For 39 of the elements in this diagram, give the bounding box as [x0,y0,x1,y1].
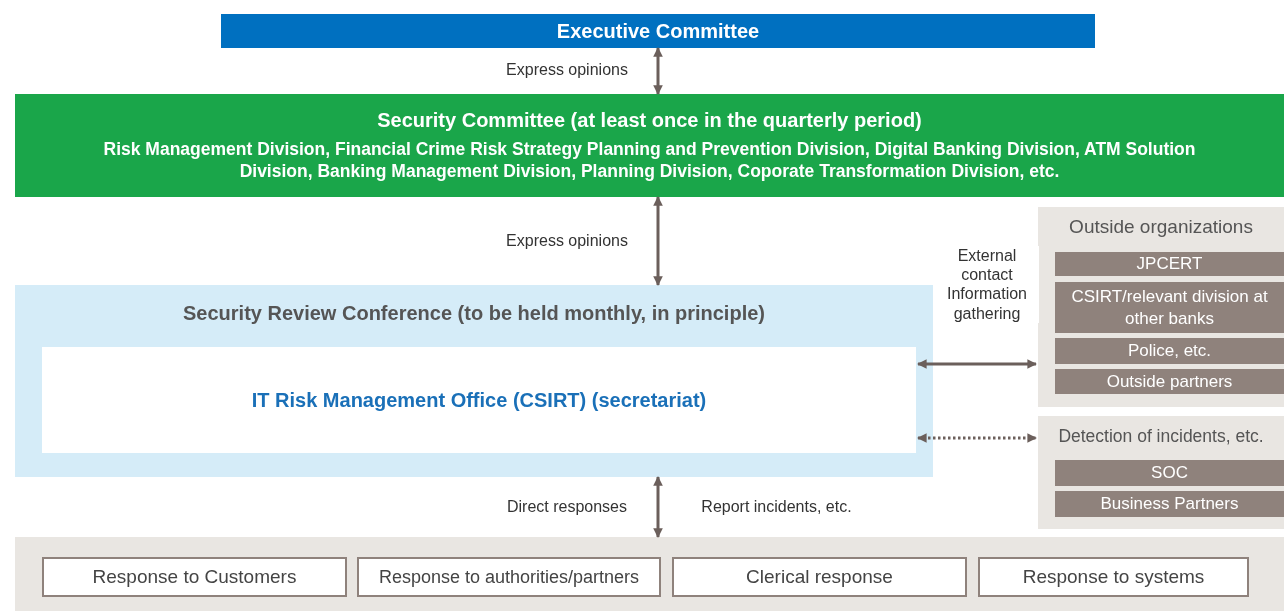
response-band [15,537,1284,611]
detection-source-box [1055,460,1284,486]
node-title: Business Partners [1100,493,1239,515]
organizations-panel [1038,207,1284,407]
committee-bar [221,14,1095,48]
double-arrow [917,433,1037,443]
office-box [42,347,916,453]
detection-source-box [1055,491,1284,517]
node-title: Security Committee (at least once in the quarterly period) [377,108,922,134]
response-box [357,557,661,597]
organization-box [1055,282,1284,333]
organization-box [1055,252,1284,276]
organization-box [1055,338,1284,364]
conference-panel [15,285,933,477]
node-title: CSIRT/relevant division at other banks [1070,286,1269,329]
node-title: IT Risk Management Office (CSIRT) (secretariat) [251,387,707,413]
response-box [42,557,347,597]
node-title: SOC [1151,462,1188,484]
node-title: JPCERT [1136,253,1203,275]
response-box [672,557,967,597]
committee-band [15,94,1284,197]
node-title: Outside partners [1106,370,1233,393]
node-title: Response to authorities/partners [378,565,640,589]
node-title: Response to systems [1022,565,1205,589]
node-title: Police, etc. [1127,340,1212,362]
organization-box [1055,369,1284,394]
node-title: Security Review Conference (to be held monthly, in principle) [183,301,765,326]
node-title: Clerical response [746,565,893,589]
detection-panel [1038,416,1284,529]
double-arrow [653,47,663,95]
double-arrow [917,359,1037,369]
node-body: Risk Management Division, Financial Crime Risk Strategy Planning and Prevention Division, Digital Banking Division, ATM Solution Division, Banking Management Division, Planning Division, Coporate Transformation Division, etc. [102,139,1197,183]
node-title: Response to Customers [92,565,297,589]
response-box [978,557,1249,597]
node-title: Outside organizations [1069,215,1253,239]
node-title: Detection of incidents, etc. [1058,426,1264,448]
node-title: Executive Committee [556,18,760,44]
double-arrow [653,476,663,538]
double-arrow [653,196,663,286]
